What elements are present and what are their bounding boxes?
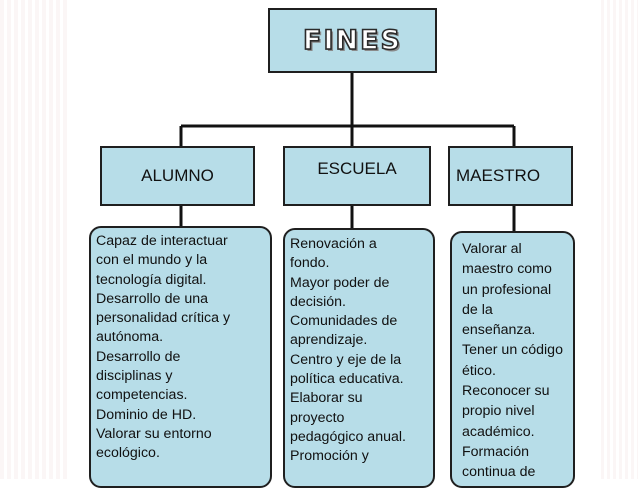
title-box: FINES bbox=[268, 8, 437, 73]
detail-line: pedagógico anual. bbox=[290, 428, 406, 445]
detail-line: Renovación a bbox=[290, 236, 377, 252]
detail-line: maestro como bbox=[462, 261, 552, 278]
detail-line: de la bbox=[462, 301, 493, 318]
detail-line: política educativa. bbox=[290, 371, 404, 388]
detail-line: Capaz de interactuar bbox=[96, 233, 228, 249]
detail-line: autónoma. bbox=[96, 329, 164, 346]
detail-line: Valorar su entorno bbox=[96, 425, 212, 442]
category-box-maestro: MAESTRO bbox=[448, 146, 573, 206]
category-box-alumno: ALUMNO bbox=[100, 146, 255, 206]
category-box-escuela: ESCUELA bbox=[283, 146, 431, 206]
left-decorative-stripes bbox=[0, 0, 70, 479]
detail-line: fondo. bbox=[290, 255, 330, 272]
detail-line: Valorar al bbox=[462, 241, 522, 257]
detail-line: decisión. bbox=[290, 293, 346, 310]
detail-line: aprendizaje. bbox=[290, 332, 368, 349]
detail-line: proyecto bbox=[290, 409, 345, 426]
detail-line: académico. bbox=[462, 423, 535, 440]
detail-box-escuela: Renovación a fondo. Mayor poder de decisión… bbox=[283, 228, 435, 488]
detail-box-alumno: Capaz de interactuar con el mundo y la tec… bbox=[89, 226, 272, 488]
detail-line: un profesional bbox=[462, 281, 552, 298]
detail-line: Centro y eje de la bbox=[290, 351, 402, 368]
category-label-escuela: ESCUELA bbox=[317, 159, 397, 178]
detail-box-maestro: Valorar al maestro como un profesional de l… bbox=[450, 231, 575, 488]
detail-line: tecnología digital. bbox=[96, 271, 207, 288]
detail-line: Comunidades de bbox=[290, 313, 398, 330]
category-label-maestro: MAESTRO bbox=[456, 166, 541, 185]
right-decorative-stripes bbox=[598, 0, 638, 479]
detail-line: ético. bbox=[462, 362, 496, 379]
detail-line: Dominio de HD. bbox=[96, 406, 197, 423]
detail-line: Tener un código bbox=[462, 342, 563, 359]
detail-line: Elaborar su bbox=[290, 390, 363, 407]
detail-line: enseñanza. bbox=[462, 322, 536, 339]
detail-line: con el mundo y la bbox=[96, 252, 208, 269]
detail-line: personalidad crítica y bbox=[96, 310, 231, 327]
detail-line: disciplinas y bbox=[96, 368, 173, 385]
detail-line: Desarrollo de una bbox=[96, 290, 208, 307]
detail-line: propio nivel bbox=[462, 403, 535, 420]
category-label-alumno: ALUMNO bbox=[141, 166, 214, 185]
detail-line: competencias. bbox=[96, 387, 188, 404]
detail-line: Mayor poder de bbox=[290, 274, 390, 291]
detail-line: Desarrollo de bbox=[96, 348, 181, 365]
detail-line: ecológico. bbox=[96, 445, 160, 462]
detail-line: Reconocer su bbox=[462, 383, 550, 400]
detail-line: Formación bbox=[462, 443, 530, 460]
detail-line: continua de bbox=[462, 464, 536, 481]
title-text: FINES bbox=[302, 24, 402, 57]
detail-line: Promoción y bbox=[290, 448, 369, 465]
